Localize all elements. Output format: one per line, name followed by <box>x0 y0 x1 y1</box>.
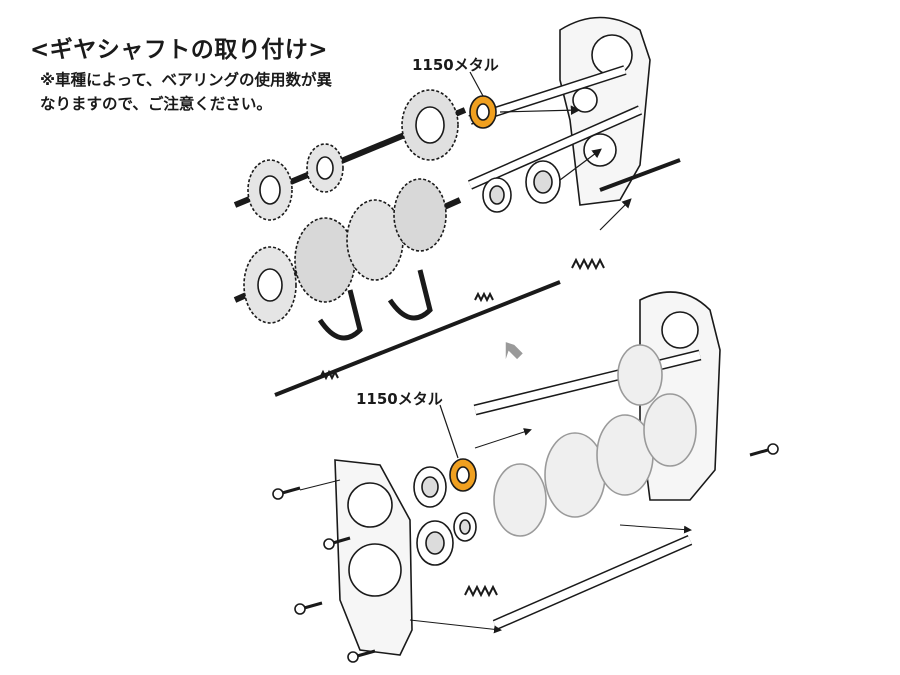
callout-metal-bottom: 1150メタル <box>356 390 443 408</box>
bearing-bottom-2 <box>416 520 454 566</box>
lower-gear-4 <box>393 178 447 252</box>
spring-low <box>319 369 339 381</box>
bottom-guide-line-3 <box>409 619 502 634</box>
bottom-guide-line-1 <box>299 479 341 491</box>
screw-4 <box>347 649 376 663</box>
top-guide-arrow-3 <box>599 198 632 231</box>
screw-5 <box>749 443 779 457</box>
bottom-callout-leader <box>439 404 459 459</box>
page-title: <ギヤシャフトの取り付け> <box>30 37 329 63</box>
top-guide-arrow-1 <box>499 105 581 115</box>
spring-mid <box>474 291 494 303</box>
bearing-bottom-3 <box>453 512 477 542</box>
shift-fork-left <box>317 289 363 341</box>
upper-gear-left <box>247 159 293 221</box>
upper-gear-right <box>401 89 459 161</box>
top-guide-arrow-2 <box>559 148 602 181</box>
bearing-bottom-1 <box>413 466 447 508</box>
caution-note: ※車種によって、ベアリングの使用数が異なりますので、ご注意ください。 <box>40 71 333 113</box>
top-plate-hole-2 <box>572 87 598 113</box>
metal-bushing-top <box>469 95 497 129</box>
spring-bottom <box>464 584 498 598</box>
assembled-gearbox <box>493 344 697 537</box>
front-plate-hole-upper <box>347 482 393 528</box>
bottom-plate-hole <box>661 311 699 349</box>
bearing-top-1 <box>482 177 512 213</box>
upper-gear-mid <box>306 143 344 193</box>
screw-2 <box>323 536 351 550</box>
lower-gear-1 <box>243 246 297 324</box>
fork-rail <box>274 280 561 397</box>
spring-top <box>571 257 605 271</box>
lower-gear-2 <box>294 217 356 303</box>
front-plate-hole-lower <box>348 543 402 597</box>
screw-1 <box>272 486 301 500</box>
screw-3 <box>294 601 323 615</box>
bearing-top-2 <box>525 160 561 204</box>
bottom-guide-line-2 <box>474 428 532 449</box>
shift-fork-right <box>387 269 433 321</box>
step-arrow-icon <box>505 342 523 360</box>
top-thin-shaft <box>599 158 681 192</box>
bottom-assembly <box>272 291 779 663</box>
bottom-guide-line-4 <box>619 524 692 534</box>
callout-metal-top: 1150メタル <box>412 56 499 74</box>
top-callout-leader <box>469 71 484 97</box>
metal-bushing-bottom <box>449 458 477 492</box>
top-assembly <box>233 16 681 397</box>
